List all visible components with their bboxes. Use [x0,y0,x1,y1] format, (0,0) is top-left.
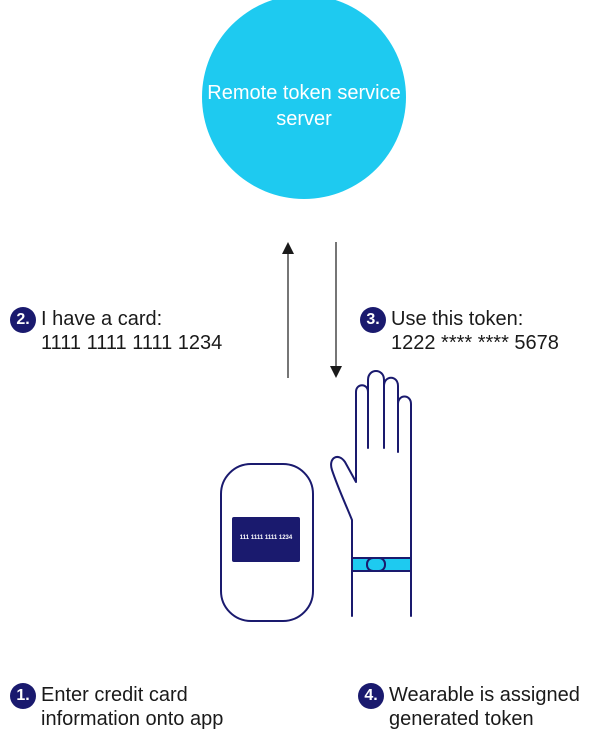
step-4-text: Wearable is assigned generated token [389,684,580,730]
step-2-text: I have a card: 1111 1111 1111 1234 [41,308,223,354]
step-1-text: Enter credit card information onto app [41,684,224,730]
step-3: 3. Use this token: 1222 **** **** 5678 [360,307,559,355]
response-arrow-head [330,366,342,378]
hand-with-wearable-icon [330,370,412,617]
wristband-clasp [366,557,386,572]
step-2-badge: 2. [10,307,36,333]
step-1-badge: 1. [10,683,36,709]
step-3-text: Use this token: 1222 **** **** 5678 [391,308,559,354]
credit-card [232,517,300,562]
server-label: Remote token service server [207,82,401,130]
request-arrow-head [282,242,294,254]
token-server-circle [202,0,406,199]
step-4-badge: 4. [358,683,384,709]
card-number: 111 1111 1111 1234 [239,535,293,541]
step-4: 4. Wearable is assigned generated token [358,683,580,731]
step-2: 2. I have a card: 1111 1111 1111 1234 [10,307,222,355]
step-3-badge: 3. [360,307,386,333]
phone-icon [220,463,314,622]
step-1: 1. Enter credit card information onto ap… [10,683,223,731]
